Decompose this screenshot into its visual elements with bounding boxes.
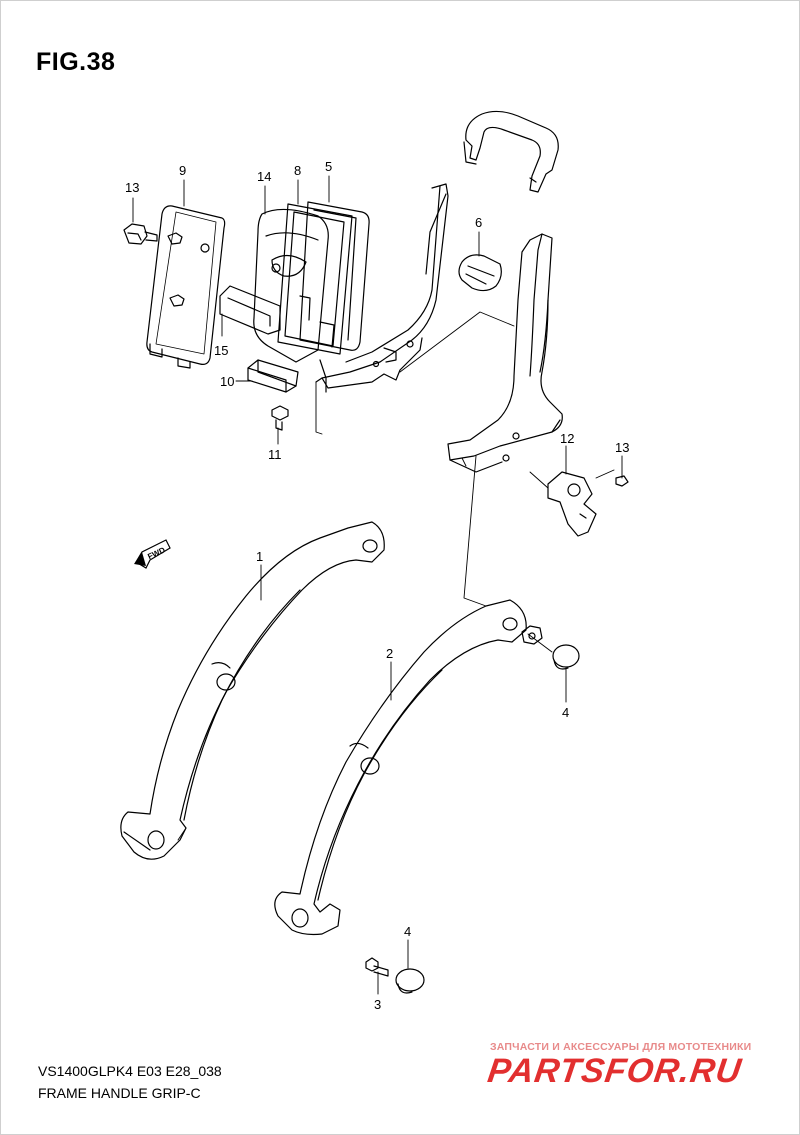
part-6-clip xyxy=(458,254,502,292)
callout-4-upper: 4 xyxy=(562,705,569,720)
callout-11: 13 xyxy=(125,180,139,195)
callout-14: 14 xyxy=(257,169,271,184)
callout-1: 1 xyxy=(256,549,263,564)
part-8-pad xyxy=(146,205,226,369)
part-11-nut xyxy=(123,223,158,245)
watermark-tagline: ЗАПЧАСТИ И АКСЕССУАРЫ ДЛЯ МОТОТЕХНИКИ xyxy=(490,1041,752,1053)
part-4-cap-upper xyxy=(552,644,580,670)
backrest-strut xyxy=(447,233,563,473)
upper-bracket xyxy=(315,183,449,393)
callout-labels: 13 9 14 8 5 6 12 13 15 10 11 1 2 4 4 3 xyxy=(125,159,629,1012)
watermark-logo: PARTSFOR.RU xyxy=(485,1052,745,1090)
part-13-screw xyxy=(615,475,629,487)
part-12-latch xyxy=(547,471,597,537)
part-2-rail xyxy=(274,599,527,936)
figure-title: FIG.38 xyxy=(36,48,116,76)
part-1-rail xyxy=(120,521,385,860)
part-4-cap-lower xyxy=(395,968,425,994)
callout-12: 12 xyxy=(560,431,574,446)
part-7-frame xyxy=(277,203,353,355)
nut-part-2 xyxy=(521,625,543,645)
grab-bar xyxy=(463,110,559,193)
callout-7: 8 xyxy=(294,163,301,178)
assembly-lines xyxy=(177,311,615,841)
part-5-plate xyxy=(299,201,370,351)
callout-5: 5 xyxy=(325,159,332,174)
callout-15: 15 xyxy=(214,343,228,358)
callout-10: 11 xyxy=(268,447,282,462)
callout-6: 6 xyxy=(475,215,482,230)
figure-description: FRAME HANDLE GRIP-C xyxy=(38,1085,201,1101)
callout-4-lower: 4 xyxy=(404,924,411,939)
fwd-arrow-icon: FWD xyxy=(134,539,171,569)
callout-3: 3 xyxy=(374,997,381,1012)
part-15-strap xyxy=(219,285,281,335)
callout-2: 2 xyxy=(386,646,393,661)
callout-13: 13 xyxy=(615,440,629,455)
callout-8: 9 xyxy=(179,163,186,178)
part-10-screw xyxy=(271,405,289,431)
part-14-cover xyxy=(253,208,335,363)
callout-9: 10 xyxy=(220,374,234,389)
part-9-block xyxy=(247,359,299,393)
model-code: VS1400GLPK4 E03 E28_038 xyxy=(38,1063,222,1079)
part-3-bolt xyxy=(365,957,389,977)
leader-lines xyxy=(132,175,623,995)
